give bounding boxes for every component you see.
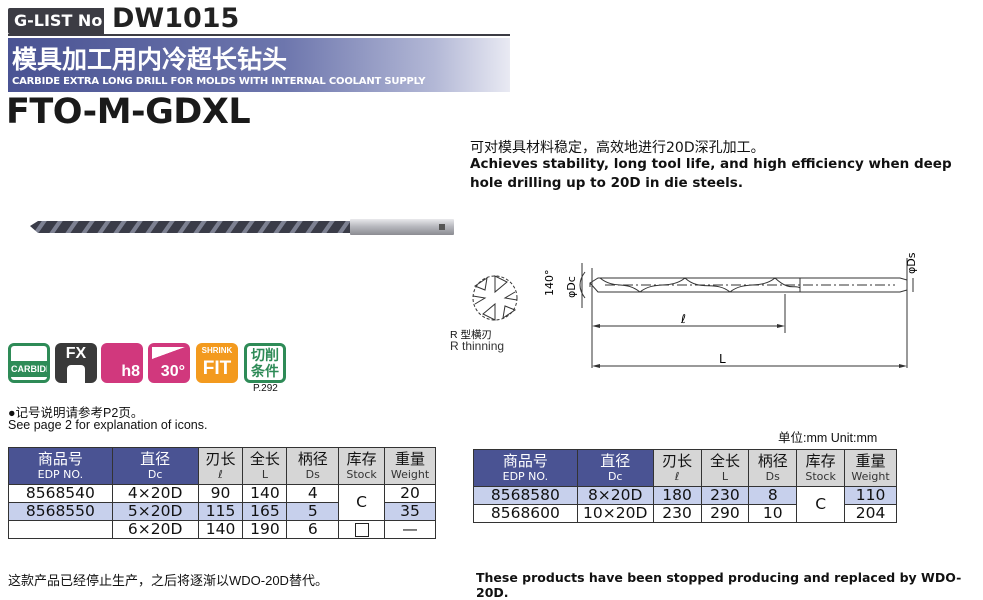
- dc-cell: 4×20D: [111, 484, 199, 503]
- shank-cell: 6: [286, 520, 340, 539]
- table-row: 8568550 5×20D 115 165 5 35: [8, 502, 436, 521]
- icon-note-en: See page 2 for explanation of icons.: [8, 418, 208, 432]
- total-length-cell: 165: [242, 502, 288, 521]
- total-length-cell: 140: [242, 484, 288, 503]
- stock-cell: C: [338, 484, 386, 521]
- edp-cell: 8568540: [8, 484, 113, 503]
- edp-cell: 8568550: [8, 502, 113, 521]
- title-banner: [8, 38, 510, 92]
- drill-flute-section: [30, 221, 350, 233]
- table-row: 8568600 10×20D 230 290 10 204: [473, 504, 897, 523]
- thinning-label-en: R thinning: [450, 339, 505, 353]
- dc-label: φDc: [565, 276, 578, 298]
- weight-cell: 110: [844, 486, 897, 505]
- tip-end-view: [472, 275, 518, 321]
- icon-note-cn: ●记号说明请参考P2页。: [8, 406, 144, 420]
- total-length-cell: 190: [242, 520, 288, 539]
- drill-shank: [350, 219, 454, 235]
- flute-length-cell: 230: [652, 504, 702, 523]
- shank-cell: 4: [286, 484, 340, 503]
- total-length-cell: 230: [700, 486, 750, 505]
- h8-tolerance-icon: h8: [101, 343, 143, 383]
- stock-empty-box-icon: [354, 522, 369, 537]
- header-rule: [8, 34, 510, 36]
- weight-cell: —: [384, 520, 436, 539]
- flute-length-cell: 180: [652, 486, 702, 505]
- technical-drawing: 140° φDc φDs ℓ L: [472, 252, 918, 368]
- edp-cell: [8, 520, 113, 539]
- total-length-cell: 290: [700, 504, 750, 523]
- edp-cell: 8568600: [473, 504, 578, 523]
- title-cn: 模具加工用内冷超长钻头: [12, 45, 288, 74]
- shank-cell: 5: [286, 502, 340, 521]
- footer-note-en: These products have been stopped produci…: [476, 570, 962, 600]
- unit-label: 单位:mm Unit:mm: [778, 431, 878, 445]
- dc-cell: 10×20D: [576, 504, 654, 523]
- stock-cell: [338, 520, 386, 539]
- dc-cell: 6×20D: [111, 520, 199, 539]
- weight-cell: 204: [844, 504, 897, 523]
- total-length-label: L: [719, 352, 726, 366]
- series-name: FTO-M-GDXL: [6, 92, 251, 132]
- drill-image: [30, 219, 454, 235]
- edp-cell: 8568580: [473, 486, 578, 505]
- drill-side-view: [579, 258, 914, 368]
- stock-cell: C: [796, 486, 846, 523]
- weight-cell: 35: [384, 502, 436, 521]
- shank-cell: 10: [748, 504, 798, 523]
- dc-cell: 5×20D: [111, 502, 199, 521]
- description-cn: 可对模具材料稳定，高效地进行20D深孔加工。: [470, 140, 765, 156]
- flute-length-label: ℓ: [680, 312, 686, 326]
- flute-length-cell: 90: [197, 484, 244, 503]
- dc-cell: 8×20D: [576, 486, 654, 505]
- table-row: 8568540 4×20D 90 140 4 C 20: [8, 484, 436, 521]
- description-en: Achieves stability, long tool life, and …: [470, 156, 952, 191]
- helix-30-icon: 30°: [148, 343, 190, 383]
- carbide-icon: CARBIDE: [8, 343, 50, 383]
- page-ref[interactable]: P.292: [253, 383, 278, 394]
- glist-label: G-LIST No: [8, 8, 104, 34]
- cutting-conditions-icon[interactable]: 切削条件: [244, 343, 286, 383]
- tip-angle-label: 140°: [543, 270, 556, 297]
- flute-length-cell: 140: [197, 520, 244, 539]
- shank-marking: [439, 224, 445, 230]
- footer-note-cn: 这款产品已经停止生产，之后将逐渐以WDO-20D替代。: [8, 573, 328, 588]
- shank-cell: 8: [748, 486, 798, 505]
- flute-length-cell: 115: [197, 502, 244, 521]
- ds-label: φDs: [905, 252, 918, 274]
- table-row: 8568580 8×20D 180 230 8 C 110: [473, 486, 897, 523]
- thinning-label-cn: R 型横刃: [450, 329, 492, 341]
- table-row: 6×20D 140 190 6 —: [8, 520, 436, 539]
- model-code: DW1015: [112, 3, 240, 34]
- weight-cell: 20: [384, 484, 436, 503]
- fx-shank-icon: FX: [55, 343, 97, 383]
- title-en: CARBIDE EXTRA LONG DRILL FOR MOLDS WITH …: [12, 76, 426, 87]
